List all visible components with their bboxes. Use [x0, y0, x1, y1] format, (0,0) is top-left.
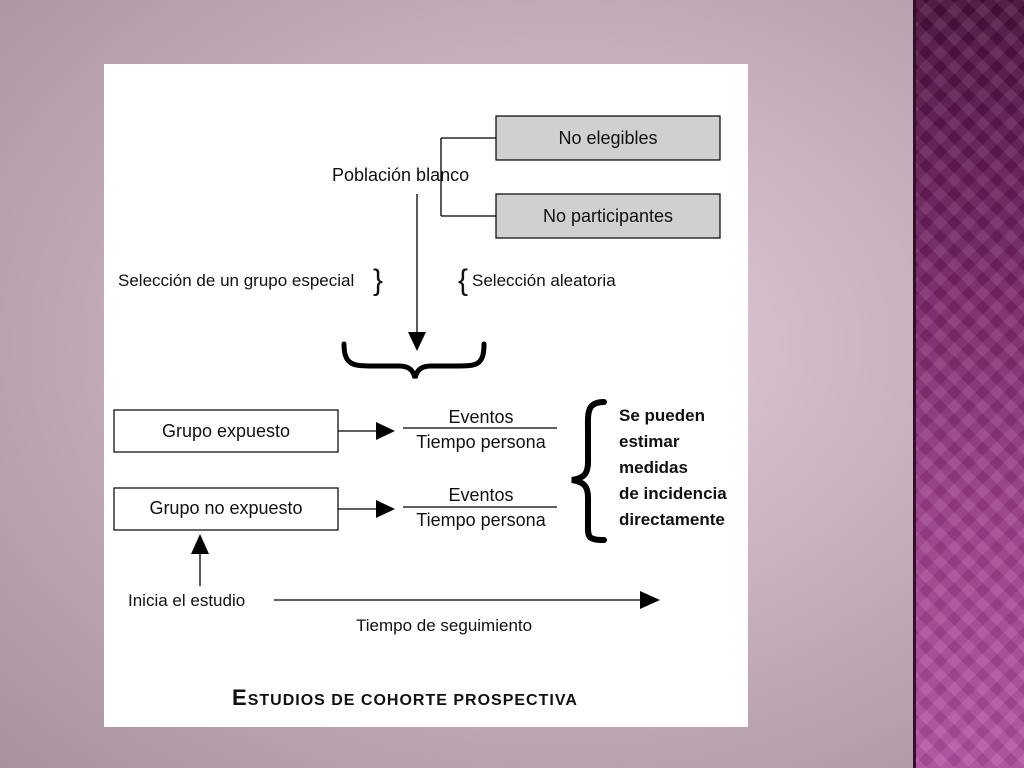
incidence-note-line-5: directamente — [619, 510, 725, 529]
diagram-card: No elegibles Población blanco No partici… — [104, 64, 748, 727]
timeline-arrow-head — [640, 591, 660, 609]
unexposed-group-box: Grupo no expuesto — [113, 487, 339, 531]
events-label-1: Eventos — [448, 407, 513, 427]
incidence-note-line-2: estimar — [619, 432, 680, 451]
merge-brace — [341, 341, 487, 379]
person-time-label-1: Tiempo persona — [416, 432, 546, 452]
incidence-brace — [571, 399, 607, 543]
incidence-note: Se pueden estimar medidas de incidencia … — [619, 406, 727, 529]
exposed-arrow-head — [376, 422, 395, 440]
caption-rest: STUDIOS DE COHORTE PROSPECTIVA — [248, 692, 578, 709]
person-time-label-2: Tiempo persona — [416, 510, 546, 530]
incidence-note-line-4: de incidencia — [619, 484, 727, 503]
study-start-arrow-head — [191, 534, 209, 554]
not-participants-label: No participantes — [543, 206, 673, 226]
incidence-note-line-3: medidas — [619, 458, 688, 477]
population-label: Población blanco — [332, 165, 469, 185]
not-participants-box: No participantes — [495, 193, 721, 239]
decorative-side-strip — [913, 0, 1024, 768]
exposed-group-box: Grupo expuesto — [113, 409, 339, 453]
not-eligible-box: No elegibles — [495, 115, 721, 161]
caption-initial: E — [232, 685, 247, 710]
exposed-group-label: Grupo expuesto — [162, 421, 290, 441]
random-selection-label: Selección aleatoria — [472, 271, 616, 290]
exclusion-connector — [440, 137, 496, 217]
follow-up-time-label: Tiempo de seguimiento — [356, 616, 532, 635]
cohort-diagram: No elegibles Población blanco No partici… — [113, 115, 727, 710]
selection-arrow-head — [408, 332, 426, 351]
study-start-label: Inicia el estudio — [128, 591, 245, 610]
left-brace-small: { — [458, 264, 468, 297]
special-group-selection-label: Selección de un grupo especial — [118, 271, 354, 290]
diagram-caption: ESTUDIOS DE COHORTE PROSPECTIVA — [232, 685, 578, 710]
right-brace-small: } — [373, 264, 383, 297]
incidence-note-line-1: Se pueden — [619, 406, 705, 425]
not-eligible-label: No elegibles — [558, 128, 657, 148]
unexposed-arrow-head — [376, 500, 395, 518]
events-label-2: Eventos — [448, 485, 513, 505]
unexposed-group-label: Grupo no expuesto — [149, 498, 302, 518]
